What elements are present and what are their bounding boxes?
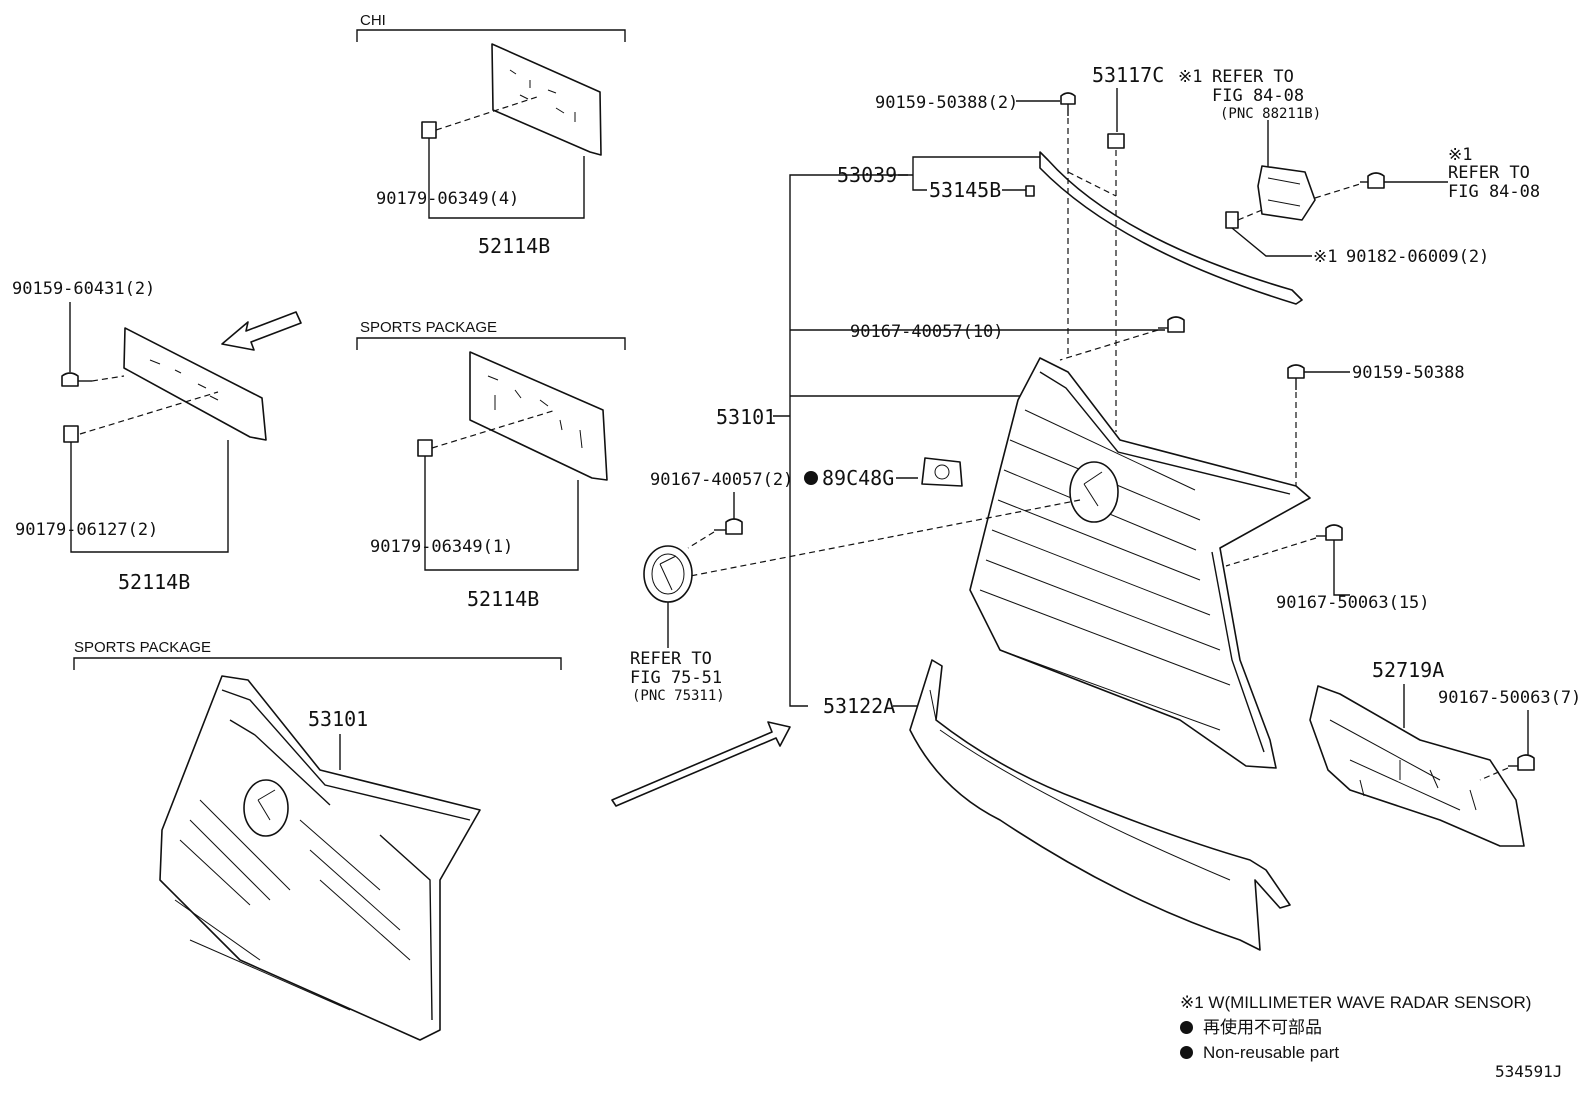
part-label: 90167-40057(2) [650,470,793,490]
part-label: 52114B [118,570,190,594]
part-label: 90179-06349(1) [370,537,513,557]
screw-icon [1287,364,1305,390]
grille-bracket [1309,685,1525,847]
legend-non-reusable-en: Non-reusable part [1180,1040,1531,1065]
part-label: 89C48G [822,466,894,490]
part-label: 53145B [929,178,1001,202]
screw-icon [1060,92,1076,116]
part-label: 53101 [716,405,776,429]
sports-package-header: SPORTS PACKAGE [360,319,497,336]
clip-icon [63,425,79,443]
main-assembly: 53101 53039 53145B 90159-50388(2) 53117C… [630,63,1581,951]
part-label: 90159-50388 [1352,363,1465,383]
plate-group-left: 90159-60431(2) 90179-06127(2) 52114B [12,279,302,594]
chi-group: CHI 90179-06349(4) 52114B [356,12,626,258]
radar-sensor-icon [1257,165,1316,221]
part-label: 90182-06009(2) [1346,247,1489,267]
grille-molding [1039,151,1303,305]
direction-arrow-icon [221,311,302,351]
refer-text: (PNC 88211B) [1220,106,1321,122]
part-label: 52719A [1372,658,1444,682]
clip-icon [417,439,433,457]
part-label: 90179-06127(2) [15,520,158,540]
flow-arrow-icon [611,721,791,807]
refer-text: REFER TO [1448,163,1530,183]
emblem-icon [1069,461,1119,523]
screw-icon [1316,524,1343,541]
note-mark: ※1 [1448,145,1472,165]
clip-icon [1107,133,1125,149]
sports-plate-group: SPORTS PACKAGE 90179-06349(1) 52114B [356,319,626,611]
radiator-grille [969,357,1311,769]
clip-icon [421,121,437,139]
screw-icon [1360,172,1385,189]
sports-package-header: SPORTS PACKAGE [74,639,211,656]
legend: ※1 W(MILLIMETER WAVE RADAR SENSOR) 再使用不可… [1180,990,1531,1065]
refer-text: FIG 84-08 [1212,86,1304,106]
part-label: 53122A [823,694,895,718]
chi-header: CHI [360,12,386,29]
part-label: 90159-60431(2) [12,279,155,299]
radiator-grille-sports [159,675,481,1041]
refer-text: (PNC 75311) [632,688,725,704]
clip-icon [1025,185,1035,197]
license-plate-bracket [123,327,267,441]
non-reusable-dot-icon [804,471,818,485]
sports-grille-group: SPORTS PACKAGE 53101 [73,639,562,1041]
lower-grille-molding [909,659,1291,951]
part-label: 90159-50388(2) [875,93,1018,113]
refer-text: REFER TO [630,649,712,669]
refer-text: FIG 75-51 [630,668,722,688]
part-label: 90167-50063(7) [1438,688,1581,708]
screw-icon [61,372,92,387]
note-mark: ※1 [1313,247,1337,267]
figure-id: 534591J [1495,1062,1563,1081]
screw-icon [714,518,743,535]
clip-icon [1225,211,1239,229]
part-label: 53101 [308,707,368,731]
emblem-icon [243,779,289,837]
part-label: 90167-40057(10) [850,322,1004,342]
license-plate-bracket-chi [491,43,602,156]
non-reusable-dot-icon [1180,1021,1193,1034]
part-label: 52114B [467,587,539,611]
non-reusable-dot-icon [1180,1046,1193,1059]
part-label: 90179-06349(4) [376,189,519,209]
part-label: 53039 [837,163,897,187]
legend-note: ※1 W(MILLIMETER WAVE RADAR SENSOR) [1180,993,1532,1012]
refer-text: REFER TO [1212,67,1294,87]
part-label: 53117C [1092,63,1164,87]
screw-icon [1158,316,1185,333]
note-mark: ※1 [1178,67,1202,87]
legend-non-reusable-jp: 再使用不可部品 [1180,1015,1531,1040]
screw-icon [1508,754,1535,771]
part-label: 90167-50063(15) [1276,593,1430,613]
part-label: 52114B [478,234,550,258]
refer-text: FIG 84-08 [1448,182,1540,202]
license-plate-bracket-sports [469,351,608,481]
camera-bracket-icon [921,457,963,487]
